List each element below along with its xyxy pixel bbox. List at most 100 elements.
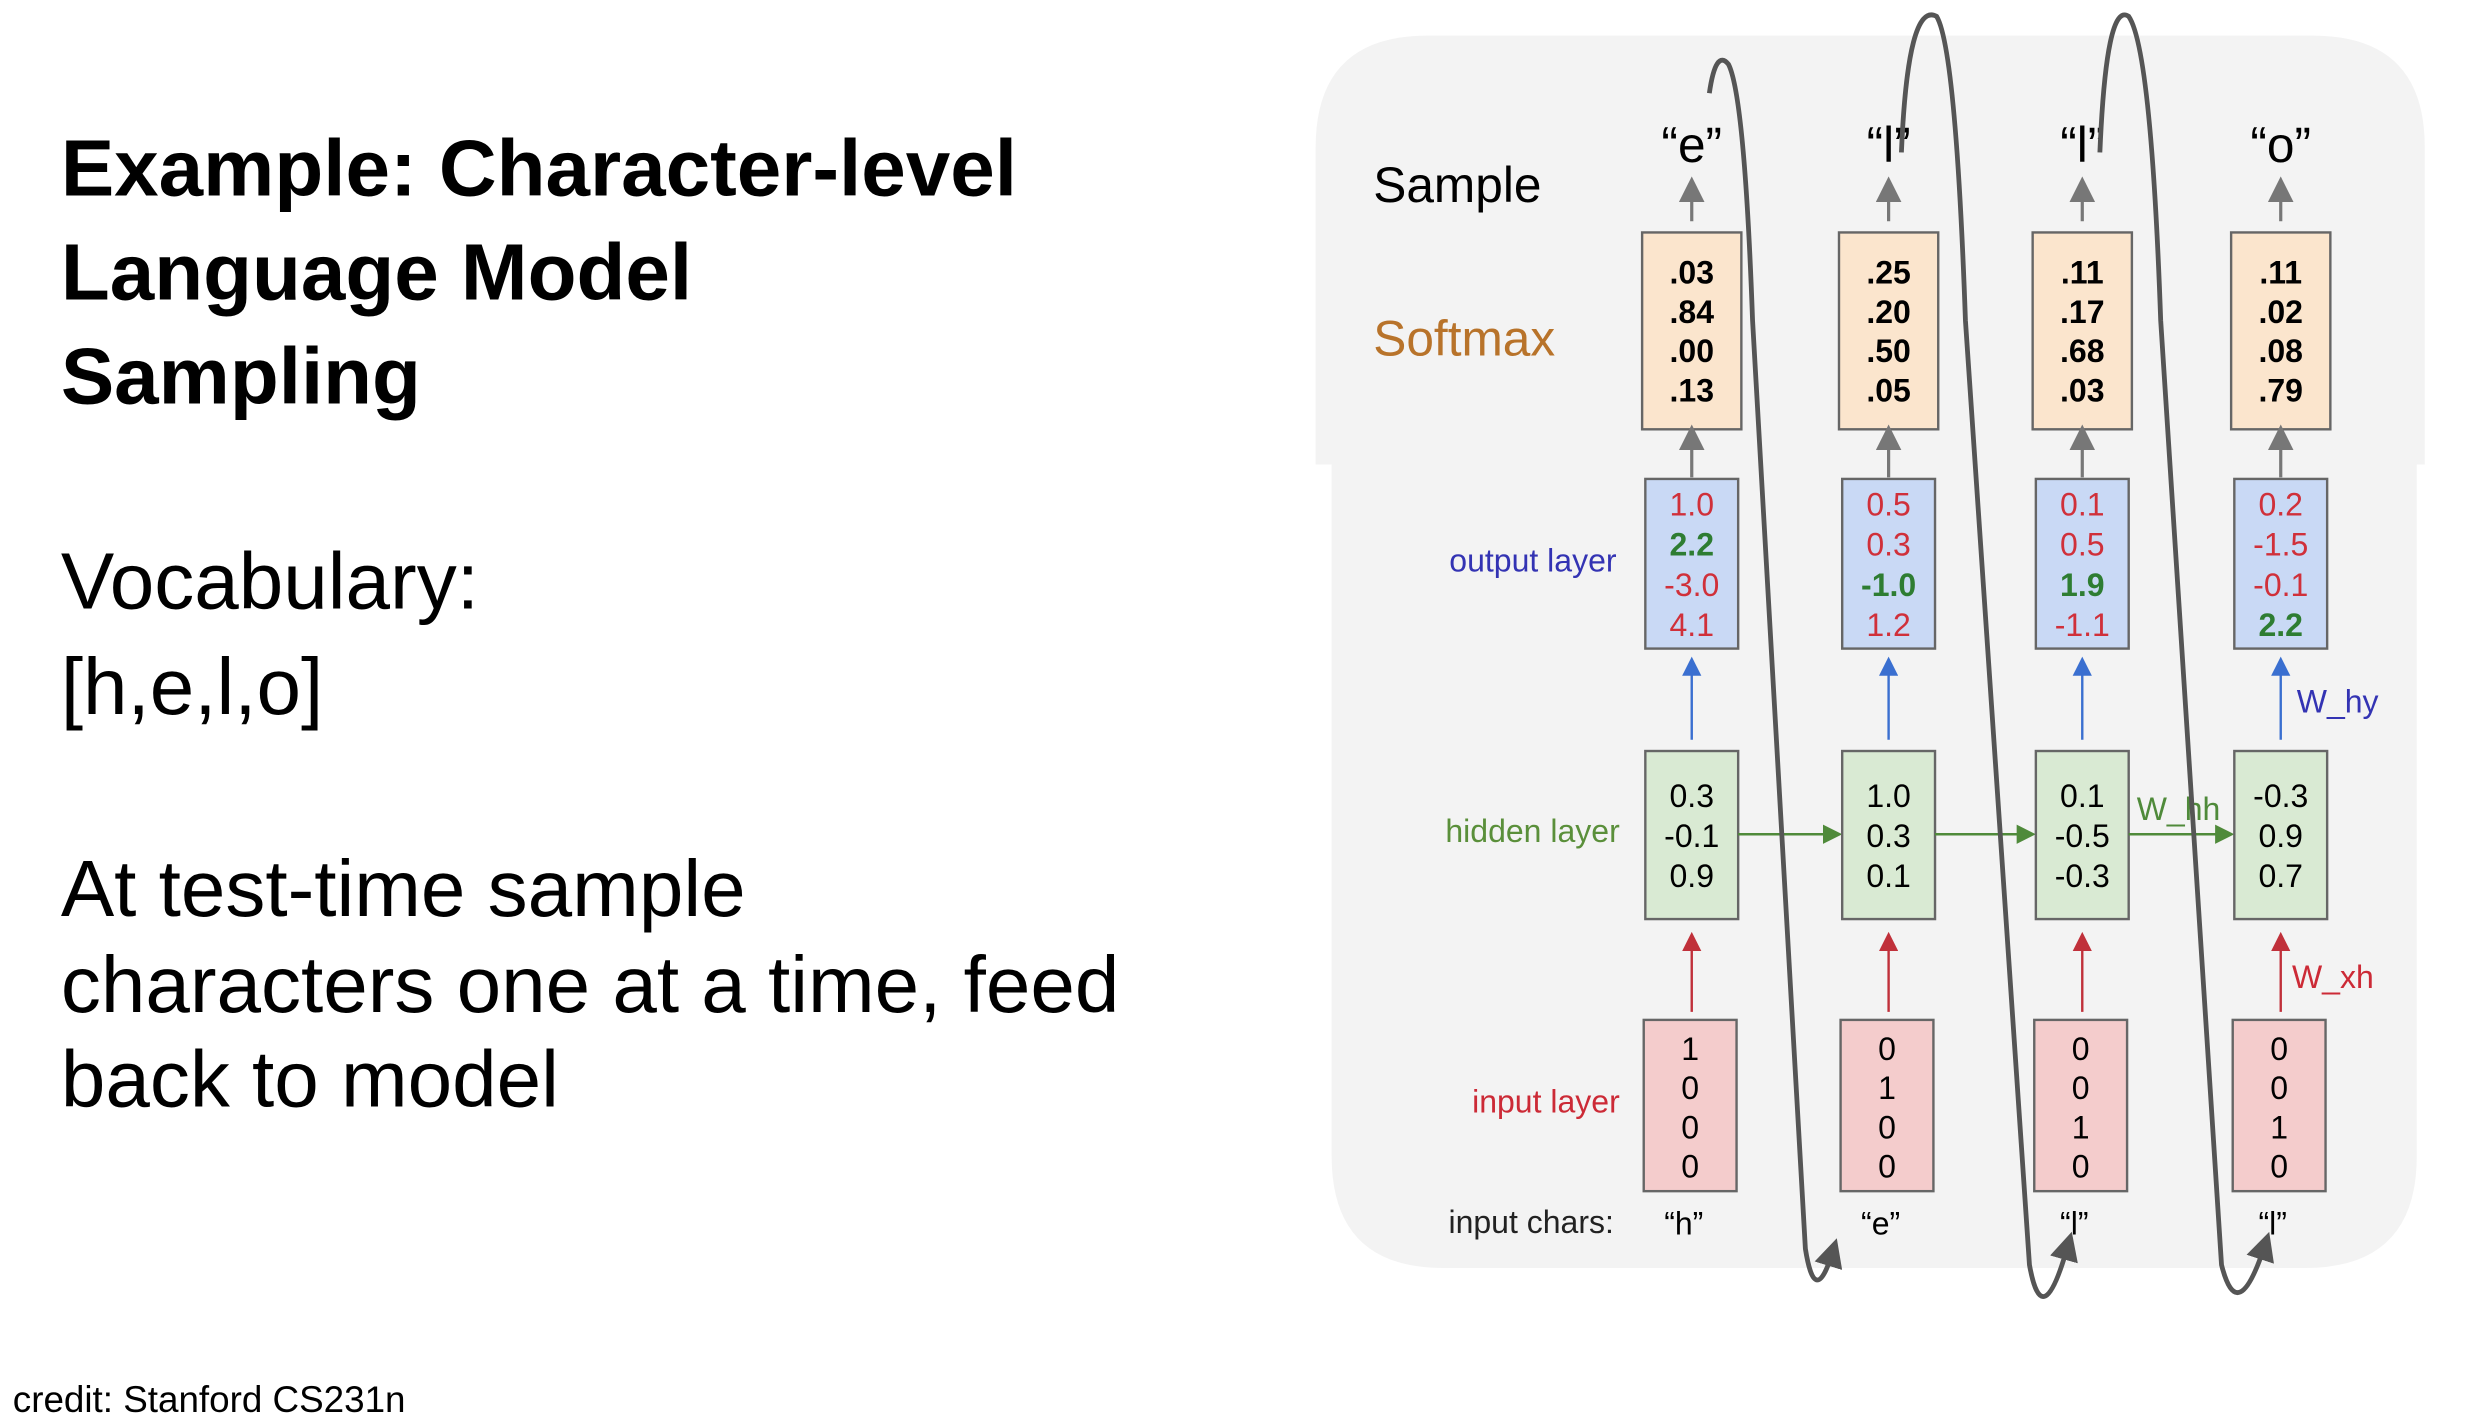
output-value: 1.2 [1866, 607, 1910, 643]
output-value: 0.5 [1866, 487, 1910, 523]
softmax-value: .08 [2258, 333, 2302, 369]
input-box [2033, 1018, 2129, 1193]
feedback-loop-arrow [1899, 12, 2078, 1299]
w-xh-label: W_xh [2292, 959, 2374, 995]
rnn-diagram: Sample Softmax output layer hidden layer… [1315, 12, 2425, 1299]
softmax-box [1837, 231, 1940, 431]
output-value: 0.3 [1866, 527, 1910, 563]
hidden-box [1644, 749, 1740, 921]
softmax-box [2031, 231, 2134, 431]
hidden-value: 0.3 [1866, 818, 1910, 854]
sampled-char: “o” [2250, 117, 2311, 173]
description-line: At test-time sample [61, 844, 746, 933]
hidden-value: 0.9 [2258, 818, 2302, 854]
input-value: 0 [1878, 1031, 1896, 1067]
slide-text: Example: Character-level Language Model … [13, 124, 1120, 1414]
feedback-loop-arrow [1706, 57, 1843, 1283]
softmax-value: .50 [1866, 333, 1910, 369]
time-step: “e” .03.84.00.13 1.0 2.2 -3.0 4.1 0.3 -0.1 0.9 1 0… [1640, 117, 1843, 1241]
softmax-value: .13 [1670, 372, 1714, 408]
input-box [1642, 1018, 1738, 1193]
hidden-value: 0.9 [1670, 858, 1714, 894]
output-value: 4.1 [1670, 607, 1714, 643]
w-hh-label: W_hh [2137, 791, 2221, 827]
output-value: -1.5 [2253, 527, 2308, 563]
output-value: 0.5 [2060, 527, 2104, 563]
input-layer-label: input layer [1472, 1084, 1620, 1120]
hidden-value: 1.0 [1866, 778, 1910, 814]
input-chars-label: input chars: [1448, 1204, 1613, 1240]
hidden-value: 0.1 [1866, 858, 1910, 894]
softmax-value: .79 [2258, 372, 2302, 408]
output-value: 0.2 [2258, 487, 2302, 523]
softmax-box [1640, 231, 1743, 431]
output-value: -3.0 [1664, 567, 1719, 603]
input-value: 1 [1681, 1031, 1699, 1067]
title-line: Language Model [61, 228, 692, 317]
softmax-value: .84 [1670, 294, 1715, 330]
feedback-loop-arrow [2097, 12, 2274, 1295]
hidden-value: -0.1 [1664, 818, 1719, 854]
input-box [2231, 1018, 2327, 1193]
softmax-value: .03 [2060, 372, 2104, 408]
softmax-value: .02 [2258, 294, 2302, 330]
output-value: 2.2 [2258, 607, 2302, 643]
softmax-value: .25 [1866, 255, 1910, 291]
description-line: back to model [61, 1034, 559, 1123]
output-value: 2.2 [1670, 527, 1714, 563]
feedback-loops [1706, 12, 2274, 1299]
softmax-value: .05 [1866, 372, 1910, 408]
hidden-value: -0.3 [2253, 778, 2308, 814]
input-value: 0 [1681, 1149, 1699, 1185]
input-value: 0 [2072, 1070, 2090, 1106]
hidden-value: 0.7 [2258, 858, 2302, 894]
output-layer-label: output layer [1449, 543, 1617, 579]
time-step: “l” .11.17.68.03 0.1 0.5 1.9 -1.1 0.1 -0.5 -0.3 0… [2031, 117, 2235, 1241]
input-value: 0 [1878, 1149, 1896, 1185]
hidden-value: 0.1 [2060, 778, 2104, 814]
output-value: 1.9 [2060, 567, 2104, 603]
input-char: “l” [2259, 1205, 2287, 1241]
input-value: 0 [2270, 1031, 2288, 1067]
output-box [2233, 477, 2329, 650]
hidden-layer-label: hidden layer [1445, 813, 1620, 849]
sampled-char: “e” [1661, 117, 1722, 173]
input-box [1839, 1018, 1935, 1193]
input-value: 0 [1878, 1109, 1896, 1145]
sample-label: Sample [1373, 157, 1541, 213]
vocab-line: [h,e,l,o] [61, 642, 323, 731]
input-value: 0 [1681, 1109, 1699, 1145]
hidden-value: -0.5 [2055, 818, 2110, 854]
output-value: -1.1 [2055, 607, 2110, 643]
input-value: 0 [2072, 1149, 2090, 1185]
title-line: Sampling [61, 332, 421, 421]
w-hy-label: W_hy [2297, 684, 2379, 720]
input-value: 1 [2270, 1109, 2288, 1145]
hidden-value: 0.3 [1670, 778, 1714, 814]
time-step: “o”.11.02.08.790.2-1.5-0.12.2-0.30.90.70… [2229, 117, 2332, 1241]
softmax-value: .03 [1670, 255, 1714, 291]
softmax-value: .00 [1670, 333, 1714, 369]
hidden-box [2233, 749, 2329, 921]
output-value: -1.0 [1861, 567, 1916, 603]
input-value: 0 [2270, 1070, 2288, 1106]
time-step: “l”.25.20.50.050.50.3-1.01.21.00.30.1010… [1837, 117, 2036, 1241]
output-value: 0.1 [2060, 487, 2104, 523]
softmax-value: .20 [1866, 294, 1910, 330]
output-value: -0.1 [2253, 567, 2308, 603]
credit: credit: Stanford CS231n [13, 1379, 406, 1414]
sampled-char: “l” [2060, 117, 2104, 173]
softmax-value: .11 [2061, 255, 2104, 291]
output-value: 1.0 [1670, 487, 1714, 523]
input-value: 0 [2072, 1031, 2090, 1067]
output-box [2034, 477, 2130, 650]
title-line: Example: Character-level [61, 124, 1017, 213]
input-value: 0 [2270, 1149, 2288, 1185]
hidden-value: -0.3 [2055, 858, 2110, 894]
output-box [1644, 477, 1740, 650]
input-char: “h” [1664, 1205, 1703, 1241]
softmax-value: .17 [2060, 294, 2104, 330]
softmax-value: .68 [2060, 333, 2104, 369]
input-char: “l” [2060, 1205, 2088, 1241]
